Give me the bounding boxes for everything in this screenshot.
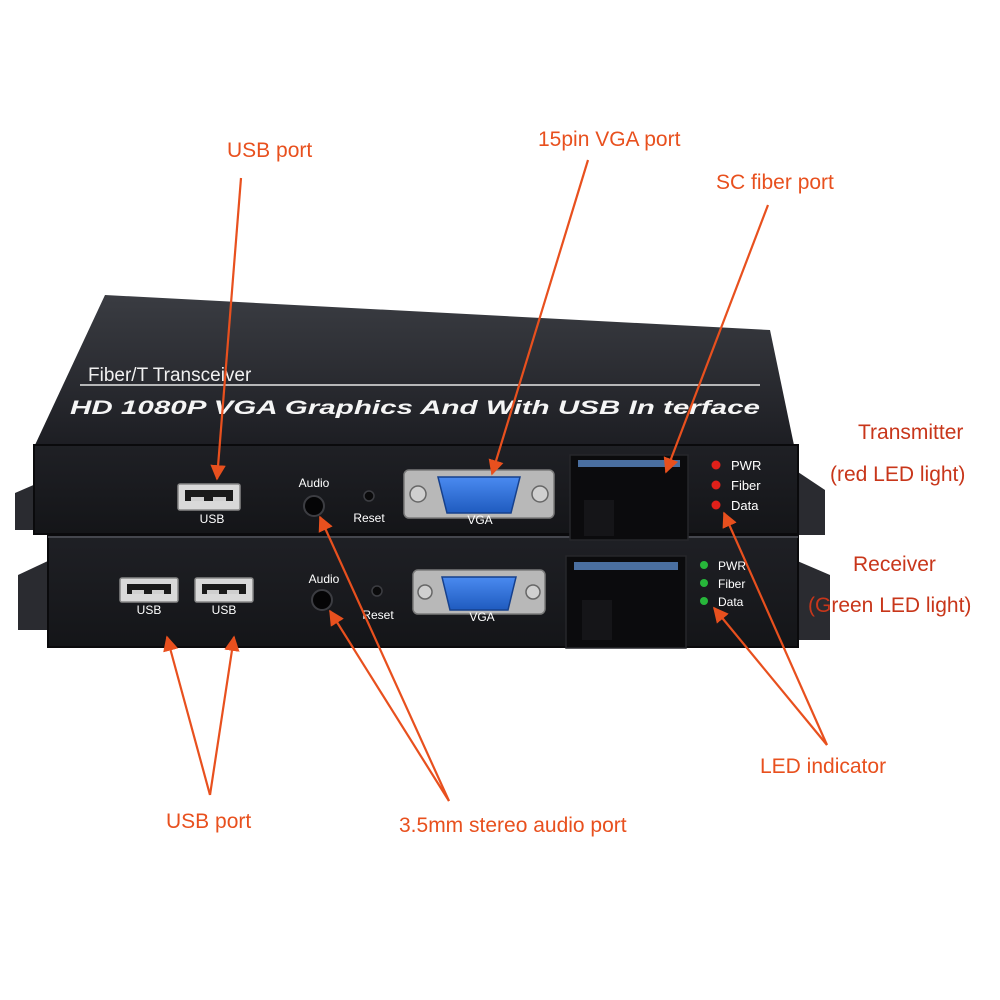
- receiver-left-flange: [18, 560, 50, 630]
- transmitter-right-flange: [795, 470, 825, 535]
- callout-arrows: [163, 159, 829, 802]
- arrow-led-transmitter: [722, 511, 829, 746]
- transmitter-unit: Fiber/T Transceiver HD 1080P VGA Graphic…: [15, 295, 825, 541]
- receiver-sc-fiber-module: [565, 555, 687, 649]
- callout-vga-port: 15pin VGA port: [538, 128, 681, 151]
- transmitter-sc-fiber-module: [569, 454, 689, 541]
- arrow-usb-bottom-1: [163, 635, 212, 796]
- arrow-usb-bottom-2: [208, 635, 240, 796]
- callout-sc-fiber-port: SC fiber port: [716, 171, 834, 194]
- callout-receiver: Receiver: [853, 553, 936, 576]
- transmitter-reset-button: [363, 490, 375, 502]
- receiver-reset-button: [371, 585, 383, 597]
- arrow-led-receiver: [713, 606, 828, 746]
- callout-receiver-note: (Green LED light): [808, 594, 972, 617]
- transmitter-led-label-pwr: PWR: [731, 458, 761, 473]
- transmitter-top-surface: [35, 295, 795, 450]
- arrow-usb-top: [210, 177, 243, 481]
- transmitter-title: Fiber/T Transceiver: [88, 365, 252, 386]
- transmitter-audio-label: Audio: [299, 476, 330, 490]
- arrow-sc-fiber: [663, 204, 770, 474]
- receiver-vga-port: [412, 569, 546, 615]
- transmitter-audio-jack: [303, 495, 325, 517]
- receiver-right-flange: [795, 560, 830, 640]
- receiver-unit: USB USB Audio Reset VGA: [18, 534, 830, 649]
- transmitter-usb-port: [177, 483, 241, 511]
- transmitter-subtitle: HD 1080P VGA Graphics And With USB In te…: [70, 398, 761, 419]
- callout-transmitter-note: (red LED light): [830, 463, 966, 486]
- receiver-led-label-data: Data: [718, 595, 744, 609]
- transmitter-vga-label: VGA: [467, 513, 492, 527]
- arrow-vga: [488, 159, 590, 476]
- callout-usb-port-top: USB port: [227, 139, 313, 162]
- receiver-usb-port-1: [119, 577, 179, 603]
- receiver-led-label-pwr: PWR: [718, 559, 746, 573]
- receiver-led-label-fiber: Fiber: [718, 577, 745, 591]
- arrow-audio-transmitter: [318, 515, 451, 802]
- receiver-audio-jack: [311, 589, 333, 611]
- transmitter-reset-label: Reset: [353, 511, 385, 525]
- receiver-usb-label-2: USB: [212, 603, 237, 617]
- receiver-led-group: [700, 561, 708, 605]
- callout-usb-port-bottom: USB port: [166, 810, 252, 833]
- transmitter-usb-label: USB: [200, 512, 225, 526]
- transmitter-vga-port: [403, 469, 555, 519]
- transmitter-led-group: [711, 460, 721, 510]
- transmitter-led-label-fiber: Fiber: [731, 478, 761, 493]
- callout-transmitter: Transmitter: [858, 421, 964, 444]
- receiver-reset-label: Reset: [362, 608, 394, 622]
- arrow-audio-receiver: [329, 609, 450, 802]
- callout-audio-port: 3.5mm stereo audio port: [399, 814, 627, 837]
- receiver-usb-port-2: [194, 577, 254, 603]
- receiver-audio-label: Audio: [309, 572, 340, 586]
- callout-led-indicator: LED indicator: [760, 755, 887, 778]
- receiver-vga-label: VGA: [469, 610, 494, 624]
- transmitter-led-label-data: Data: [731, 498, 759, 513]
- receiver-usb-label-1: USB: [137, 603, 162, 617]
